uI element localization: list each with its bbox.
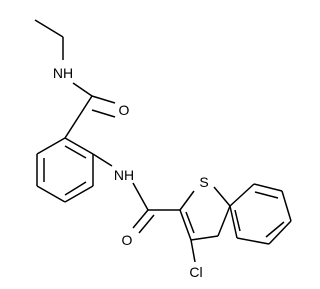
ethyl-group [34, 19, 64, 60]
atom-label-cl: Cl [189, 264, 202, 280]
benzene-bond-6 [36, 137, 66, 155]
carbonyl-top [64, 95, 116, 139]
benzene-bond-4 [36, 185, 66, 203]
benzene-inner-1 [64, 145, 87, 159]
benzene-ring [36, 137, 94, 203]
benzo-bond-6 [229, 205, 238, 239]
bond-c3-cl [190, 239, 196, 263]
bond-c-o-top-1 [91, 95, 116, 104]
benzo-inner-3 [234, 209, 241, 232]
bond-ethyl-ch3-ch2 [34, 19, 64, 38]
thiophene-c2-s [179, 190, 195, 211]
bond-nh-to-carbonyl-bottom [132, 182, 149, 211]
benzo-bond-2 [253, 183, 283, 192]
thiophene-ring [179, 186, 231, 263]
atom-label-nh-mid: NH [114, 167, 134, 183]
benzene-bond-1 [64, 137, 94, 155]
benzo-bond-1 [229, 183, 255, 207]
atom-label-o-amide-top: O [119, 102, 130, 118]
thiophene-s-c7a [213, 186, 231, 207]
benzo-bond-3 [281, 190, 292, 222]
atom-label-o-amide-bottom: O [122, 232, 133, 248]
benzene-inner-2 [64, 181, 87, 196]
benzene-bond-3 [64, 185, 94, 203]
benzo-ring [229, 183, 292, 245]
benzo-bond-4 [268, 220, 292, 245]
bond-ring-to-nh [92, 153, 113, 167]
bond-c-o-bottom-2 [138, 214, 155, 234]
benzo-inner-2 [265, 221, 285, 238]
atom-label-nh-top: NH [53, 65, 73, 81]
bond-c-o-top-2 [91, 109, 116, 118]
benzo-inner-1 [254, 191, 279, 199]
bond-c-o-bottom-1 [132, 209, 149, 229]
thiophene-c3-c2-inner [185, 211, 195, 234]
benzo-bond-5 [236, 237, 270, 245]
bond-carbonyl-to-ring [64, 95, 93, 139]
thiophene-c7a-c3a [217, 205, 231, 237]
thiophene-c3-c2 [179, 209, 192, 241]
thiophene-c3a-c3 [190, 235, 219, 241]
atom-label-s-ring: S [199, 174, 208, 190]
bond-n-carbonyl-top [72, 82, 93, 97]
carbonyl-bottom [132, 209, 180, 234]
